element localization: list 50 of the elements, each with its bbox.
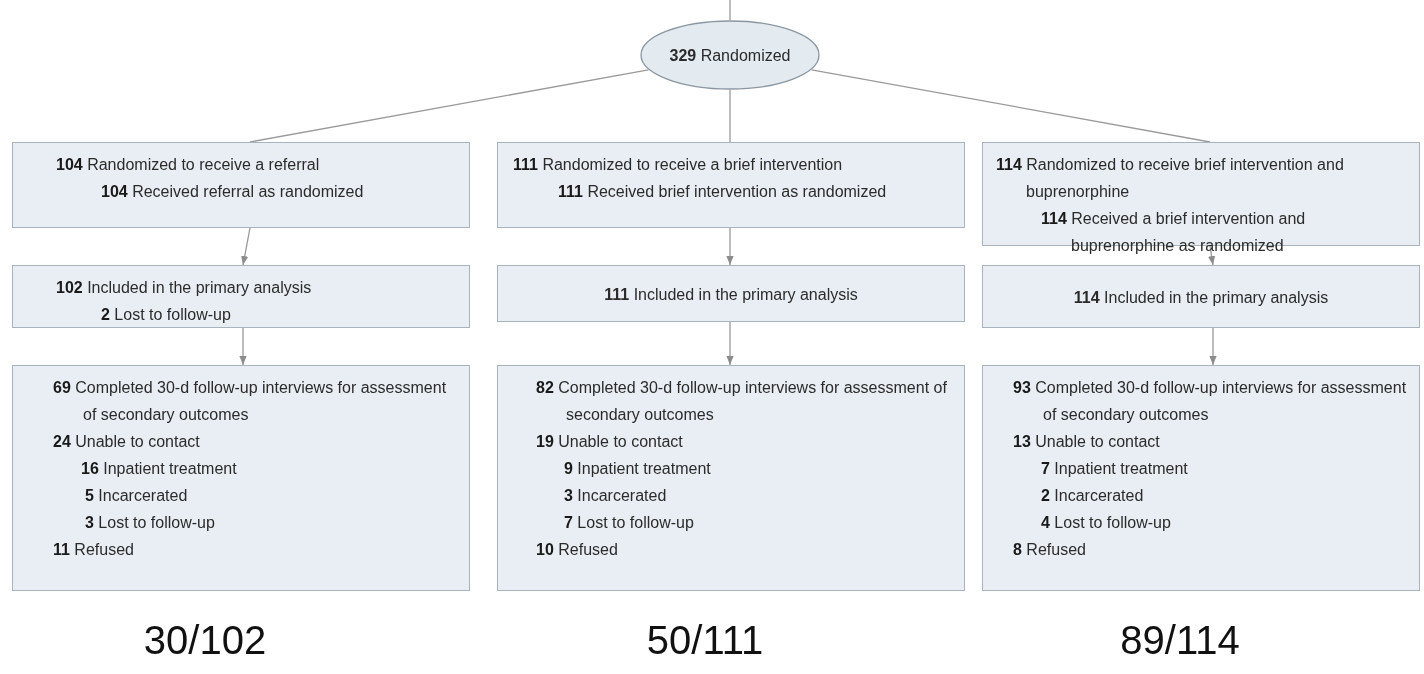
node-text: 114 Received a brief intervention and buprenorphine as randomized xyxy=(1040,209,1307,256)
node-text: 9 Inpatient treatment xyxy=(563,459,712,479)
node-text: 111 Included in the primary analysis xyxy=(604,285,858,305)
process-box xyxy=(12,365,470,591)
process-box xyxy=(497,365,965,591)
arrow xyxy=(726,321,734,366)
node-text: 7 Inpatient treatment xyxy=(1040,459,1189,479)
connector-line xyxy=(729,89,731,143)
arrow xyxy=(1208,245,1216,266)
process-box xyxy=(12,142,470,228)
ratio-label: 30/102 xyxy=(143,618,267,663)
node-text: 114 Randomized to receive brief intervention and buprenorphine xyxy=(996,155,1345,202)
node-text: 102 Included in the primary analysis xyxy=(56,278,313,298)
node-text: 11 Refused xyxy=(53,540,135,560)
node-text: 114 Included in the primary analysis xyxy=(1073,288,1329,308)
process-box xyxy=(12,265,470,328)
node-text: 2 Lost to follow-up xyxy=(100,305,232,325)
ratio-label: 50/111 xyxy=(646,618,764,663)
arrow xyxy=(239,327,247,366)
process-box xyxy=(982,365,1420,591)
node-text: 104 Received referral as randomized xyxy=(100,182,365,202)
process-box xyxy=(497,265,965,322)
connector-line xyxy=(729,0,731,21)
node-text: 7 Lost to follow-up xyxy=(563,513,695,533)
node-text: 2 Incarcerated xyxy=(1040,486,1145,506)
ratio-label: 89/114 xyxy=(1120,618,1240,663)
connector-line xyxy=(810,69,1211,143)
node-text: 69 Completed 30-d follow-up interviews for assessment of secondary outcomes xyxy=(53,378,448,425)
node-text: 104 Randomized to receive a referral xyxy=(56,155,321,175)
node-text: 3 Lost to follow-up xyxy=(84,513,216,533)
arrow xyxy=(241,227,251,266)
node-text: 4 Lost to follow-up xyxy=(1040,513,1172,533)
node-text: 10 Refused xyxy=(536,540,619,560)
node-text: 16 Inpatient treatment xyxy=(80,459,238,479)
node-text: 3 Incarcerated xyxy=(563,486,668,506)
node-text: 24 Unable to contact xyxy=(53,432,201,452)
node-text: 8 Refused xyxy=(1013,540,1087,560)
connector-line xyxy=(249,69,650,143)
arrow xyxy=(1209,327,1217,366)
process-box xyxy=(982,265,1420,328)
node-text: 19 Unable to contact xyxy=(536,432,684,452)
arrow xyxy=(726,227,734,266)
node-text: 93 Completed 30-d follow-up interviews for assessment of secondary outcomes xyxy=(1013,378,1408,425)
node-text: 5 Incarcerated xyxy=(84,486,189,506)
node-text: 82 Completed 30-d follow-up interviews for assessment of secondary outcomes xyxy=(536,378,948,425)
node-text: 329 Randomized xyxy=(669,45,791,66)
process-box xyxy=(497,142,965,228)
node-text: 13 Unable to contact xyxy=(1013,432,1161,452)
node-text: 111 Received brief intervention as randomized xyxy=(557,182,888,202)
node-text: 111 Randomized to receive a brief intervention xyxy=(513,155,844,175)
